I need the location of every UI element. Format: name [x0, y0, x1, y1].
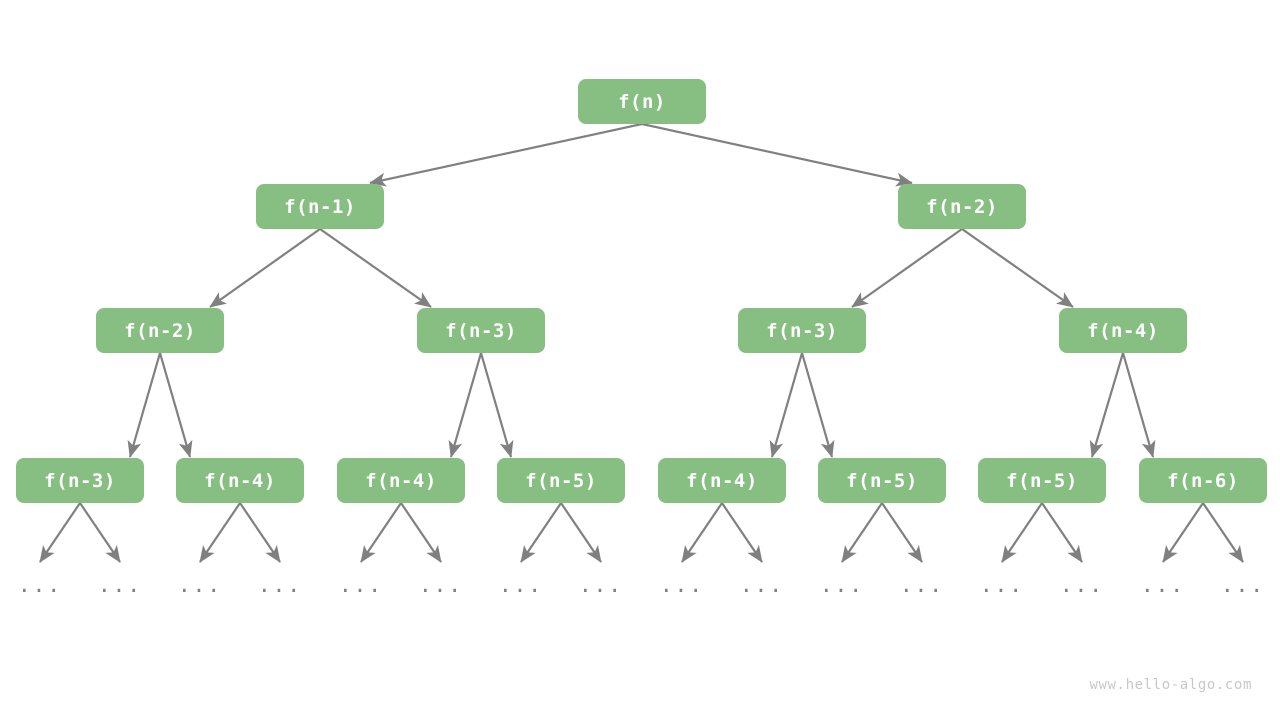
leaf-stub-edge [520, 502, 562, 563]
ellipsis-label: ... [1141, 573, 1185, 597]
tree-edge [127, 352, 162, 458]
tree-node[interactable]: f(n-5) [978, 458, 1106, 503]
ellipsis-label: ... [499, 573, 543, 597]
ellipsis-label: ... [579, 573, 623, 597]
tree-node-label: f(n-4) [1087, 320, 1159, 342]
leaf-stub-edge [560, 502, 602, 563]
tree-edge [1121, 352, 1156, 458]
tree-edge [641, 122, 913, 187]
tree-node-box [978, 458, 1106, 503]
tree-node-box [738, 308, 866, 353]
ellipsis-label: ... [178, 573, 222, 597]
tree-node-box [337, 458, 465, 503]
tree-node-label: f(n-5) [1006, 470, 1078, 492]
tree-node-label: f(n-4) [686, 470, 758, 492]
ellipsis-label: ... [740, 573, 784, 597]
tree-node[interactable]: f(n-4) [658, 458, 786, 503]
leaf-stub-edge [1162, 502, 1204, 563]
leaf-stub-edge [721, 502, 763, 563]
tree-node-box [497, 458, 625, 503]
tree-edge [448, 352, 483, 458]
tree-node-box [16, 458, 144, 503]
tree-node-box [1139, 458, 1267, 503]
leaf-stub-edge [1001, 502, 1043, 563]
ellipsis-label: ... [1221, 573, 1265, 597]
watermark-label: www.hello-algo.com [1089, 677, 1252, 693]
ellipsis-label: ... [820, 573, 864, 597]
ellipsis-layer: ........................................… [18, 573, 1265, 597]
tree-node[interactable]: f(n-4) [1059, 308, 1187, 353]
ellipsis-label: ... [980, 573, 1024, 597]
tree-node-label: f(n-4) [365, 470, 437, 492]
tree-node-label: f(n-2) [124, 320, 196, 342]
tree-edge [769, 352, 804, 458]
tree-node[interactable]: f(n) [578, 79, 706, 124]
tree-node-box [578, 79, 706, 124]
tree-node[interactable]: f(n-1) [256, 184, 384, 229]
tree-edge [209, 228, 321, 308]
tree-node[interactable]: f(n-3) [16, 458, 144, 503]
tree-node-box [658, 458, 786, 503]
ellipsis-label: ... [98, 573, 142, 597]
ellipsis-label: ... [18, 573, 62, 597]
tree-node-label: f(n-2) [926, 196, 998, 218]
tree-edge [479, 352, 514, 458]
tree-node[interactable]: f(n-5) [818, 458, 946, 503]
tree-node[interactable]: f(n-3) [738, 308, 866, 353]
leaf-stub-edge [39, 502, 81, 563]
edges-layer [127, 122, 1156, 458]
leaf-stub-edge [79, 502, 121, 563]
tree-node-label: f(n-3) [766, 320, 838, 342]
leaf-stub-edge [199, 502, 241, 563]
tree-node-box [96, 308, 224, 353]
ellipsis-label: ... [258, 573, 302, 597]
tree-node-box [898, 184, 1026, 229]
leaf-stub-edge [881, 502, 923, 563]
tree-node[interactable]: f(n-3) [417, 308, 545, 353]
tree-node-box [1059, 308, 1187, 353]
tree-edge [851, 228, 963, 308]
leaf-stub-arrows-layer [39, 502, 1244, 563]
leaf-stub-edge [360, 502, 402, 563]
tree-node-label: f(n-5) [525, 470, 597, 492]
tree-edge [1089, 352, 1125, 458]
tree-node-label: f(n-4) [204, 470, 276, 492]
tree-node[interactable]: f(n-5) [497, 458, 625, 503]
ellipsis-label: ... [900, 573, 944, 597]
tree-node[interactable]: f(n-2) [96, 308, 224, 353]
tree-node[interactable]: f(n-2) [898, 184, 1026, 229]
nodes-layer: f(n) f(n-1) f(n-2) f(n-2) f(n-3) f(n-3) f(n-4)… [16, 79, 1267, 503]
ellipsis-label: ... [1060, 573, 1104, 597]
tree-edge [961, 228, 1074, 308]
tree-edge [369, 122, 643, 187]
tree-edge [158, 352, 193, 458]
ellipsis-label: ... [339, 573, 383, 597]
tree-node[interactable]: f(n-6) [1139, 458, 1267, 503]
leaf-stub-edge [681, 502, 723, 563]
ellipsis-label: ... [419, 573, 463, 597]
leaf-stub-edge [841, 502, 883, 563]
ellipsis-label: ... [660, 573, 704, 597]
tree-node-box [176, 458, 304, 503]
tree-node-box [818, 458, 946, 503]
leaf-stub-edge [1202, 502, 1244, 563]
tree-node-label: f(n) [618, 91, 666, 113]
leaf-stub-edge [400, 502, 442, 563]
leaf-stub-edge [239, 502, 281, 563]
tree-node-label: f(n-3) [44, 470, 116, 492]
tree-node-label: f(n-1) [284, 196, 356, 218]
tree-node-label: f(n-5) [846, 470, 918, 492]
tree-node-box [256, 184, 384, 229]
tree-edge [800, 352, 835, 458]
tree-edge [319, 228, 432, 308]
tree-node-box [417, 308, 545, 353]
tree-node-label: f(n-6) [1167, 470, 1239, 492]
tree-node-label: f(n-3) [445, 320, 517, 342]
leaf-stub-edge [1041, 502, 1083, 563]
tree-node[interactable]: f(n-4) [337, 458, 465, 503]
tree-node[interactable]: f(n-4) [176, 458, 304, 503]
